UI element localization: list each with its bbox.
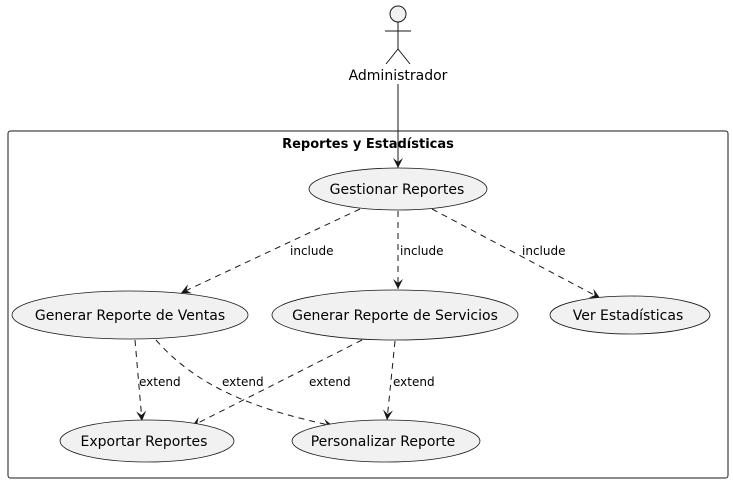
include-label-ventas: include <box>290 244 333 258</box>
system-title: Reportes y Estadísticas <box>282 137 454 152</box>
usecase-generar-reporte-ventas[interactable]: Generar Reporte de Ventas <box>11 290 249 340</box>
usecase-gestionar-reportes[interactable]: Gestionar Reportes <box>308 167 488 211</box>
usecase-label: Ver Estadísticas <box>573 308 684 324</box>
usecase-label: Generar Reporte de Servicios <box>292 308 498 324</box>
usecase-label: Gestionar Reportes <box>330 182 465 198</box>
usecase-personalizar-reporte[interactable]: Personalizar Reporte <box>291 419 481 463</box>
extend-label-ventas-exportar: extend <box>139 375 181 389</box>
extend-label-servicios-exportar: extend <box>309 375 351 389</box>
extend-edge-servicios-personalizar <box>383 340 396 421</box>
actor-head <box>389 5 407 23</box>
extend-label-servicios-personalizar: extend <box>393 375 435 389</box>
actor-name: Administrador <box>349 68 448 84</box>
system-boundary <box>7 130 729 479</box>
usecase-label: Exportar Reportes <box>81 434 208 450</box>
extend-label-ventas-personalizar: extend <box>222 375 264 389</box>
usecase-ver-estadisticas[interactable]: Ver Estadísticas <box>549 295 711 335</box>
usecase-generar-reporte-servicios[interactable]: Generar Reporte de Servicios <box>271 289 519 341</box>
include-label-estadisticas: include <box>522 244 565 258</box>
include-label-servicios: include <box>400 244 443 258</box>
actor-administrador[interactable]: Administrador <box>349 5 448 84</box>
actor-left-leg <box>385 48 399 65</box>
usecase-label: Personalizar Reporte <box>311 434 456 450</box>
usecase-exportar-reportes[interactable]: Exportar Reportes <box>59 419 235 463</box>
actor-right-leg <box>397 48 411 65</box>
usecase-label: Generar Reporte de Ventas <box>35 308 225 324</box>
extend-edge-ventas-exportar <box>134 339 147 422</box>
include-edge-estadisticas <box>431 208 601 299</box>
extend-edge-ventas-personalizar <box>155 339 334 429</box>
extend-edge-servicios-exportar <box>191 339 363 427</box>
